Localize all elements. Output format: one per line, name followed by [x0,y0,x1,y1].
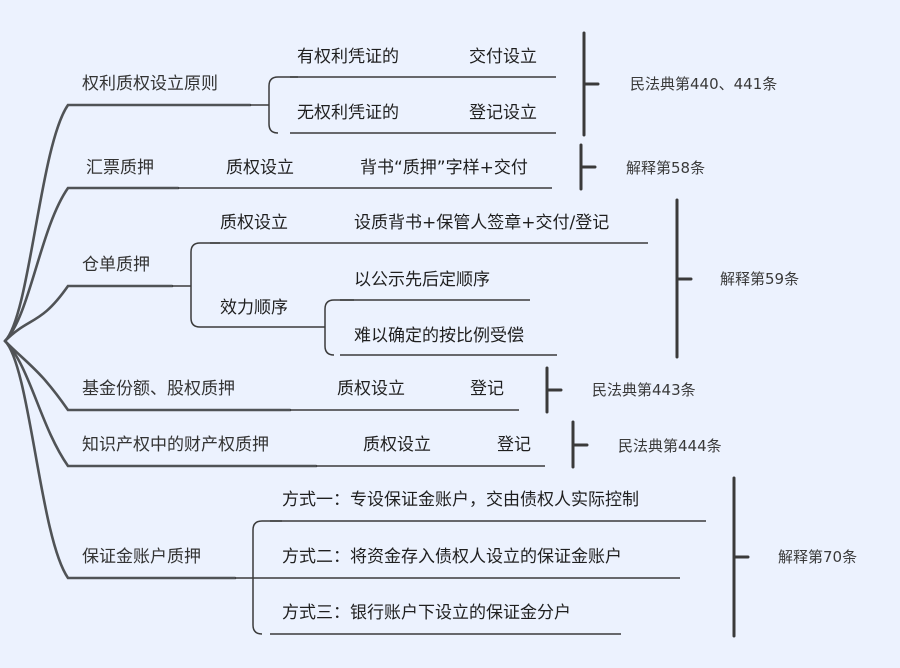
child-value[interactable]: 设质背书+保管人签章+交付/登记 [354,213,609,233]
branch-fund-equity-pledge: 基金份额、股权质押 质权设立 登记 民法典第443条 [82,379,696,399]
reference-brace [545,366,563,414]
branch2-bracket [190,242,220,328]
child-label[interactable]: 质权设立 [226,158,294,178]
main-branch-connector [3,284,174,343]
child-label[interactable]: 质权设立 [337,379,405,399]
child-label[interactable]: 质权设立 [363,435,431,455]
legal-reference[interactable]: 民法典第440、441条 [630,75,777,93]
child-value[interactable]: 以公示先后定顺序 [354,270,490,290]
connector-lines [3,31,750,638]
reference-brace [571,420,589,469]
branch-label[interactable]: 汇票质押 [86,158,154,178]
branch-label[interactable]: 保证金账户质押 [82,547,201,567]
child-value[interactable]: 难以确定的按比例受偿 [354,326,524,346]
branch-label[interactable]: 基金份额、股权质押 [82,379,235,399]
branch2-sub-bracket [324,299,354,356]
legal-reference[interactable]: 民法典第443条 [592,381,696,399]
child-value[interactable]: 登记设立 [469,103,537,123]
branch-label[interactable]: 知识产权中的财产权质押 [82,435,269,455]
branch-margin-account-pledge: 保证金账户质押 方式一：专设保证金账户，交由债权人实际控制 方式二：将资金存入债… [82,490,857,623]
legal-reference[interactable]: 解释第58条 [626,159,705,177]
branch-ip-property-pledge: 知识产权中的财产权质押 质权设立 登记 民法典第444条 [82,435,722,455]
legal-reference[interactable]: 解释第59条 [720,270,799,288]
branch-label[interactable]: 权利质权设立原则 [82,74,218,94]
main-branch-connector [3,339,237,580]
main-branch-connector [3,339,318,468]
child-label[interactable]: 质权设立 [220,213,288,233]
reference-brace [675,198,693,359]
branch5-bracket [252,520,282,635]
child-label[interactable]: 效力顺序 [220,298,288,318]
branch-bill-pledge: 汇票质押 质权设立 背书“质押”字样+交付 解释第58条 [86,158,705,178]
legal-reference[interactable]: 民法典第444条 [618,437,722,455]
child-label[interactable]: 方式二：将资金存入债权人设立的保证金账户 [282,547,622,567]
child-value[interactable]: 登记 [497,435,531,455]
child-label[interactable]: 方式三：银行账户下设立的保证金分户 [282,603,571,623]
child-value[interactable]: 背书“质押”字样+交付 [360,158,528,178]
legal-reference[interactable]: 解释第70条 [778,548,857,566]
reference-brace [582,31,600,137]
child-value[interactable]: 交付设立 [469,47,537,67]
main-branch-connector [3,186,180,343]
branch-rights-pledge-principle: 权利质权设立原则 有权利凭证的 交付设立 无权利凭证的 登记设立 民法典第440… [82,47,777,123]
reference-brace [579,143,597,191]
branch-label[interactable]: 仓单质押 [82,255,150,275]
branch-warehouse-receipt-pledge: 仓单质押 质权设立 设质背书+保管人签章+交付/登记 效力顺序 以公示先后定顺序… [82,213,799,346]
branch0-bracket [268,76,298,134]
child-label[interactable]: 有权利凭证的 [297,47,399,67]
child-value[interactable]: 登记 [470,379,504,399]
child-label[interactable]: 方式一：专设保证金账户，交由债权人实际控制 [282,490,639,510]
child-label[interactable]: 无权利凭证的 [297,103,399,123]
main-branch-connector [3,339,292,412]
reference-brace [732,476,750,638]
main-branch-connector [3,103,252,343]
